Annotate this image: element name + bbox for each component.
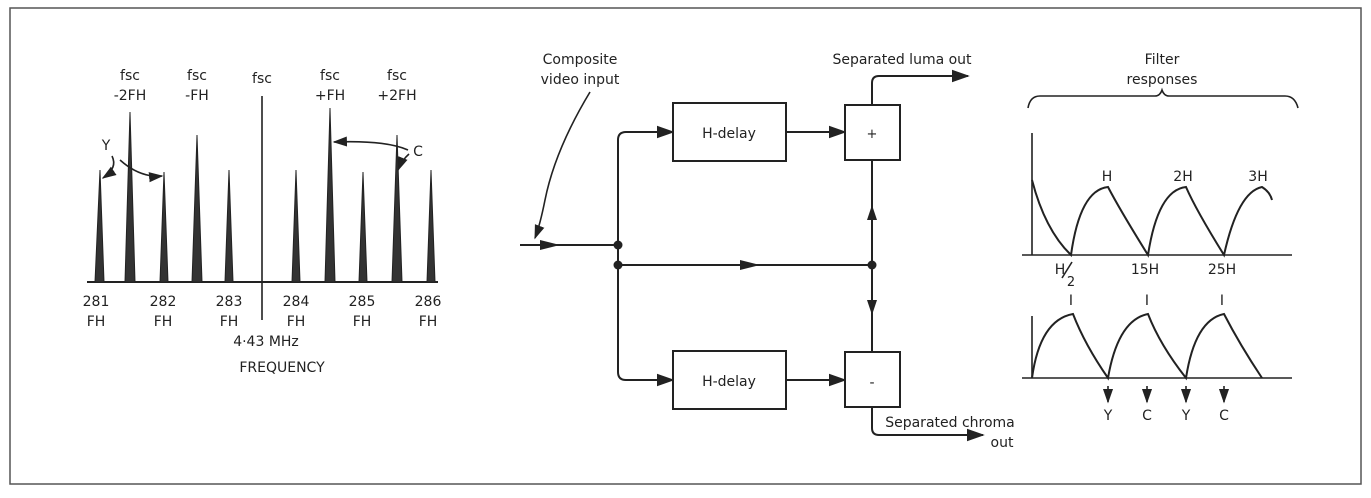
sideband-label-top: fsc — [320, 68, 340, 84]
tick-number: 283 — [216, 294, 243, 310]
chroma-output-label: out — [991, 435, 1014, 451]
center-frequency-label: 4·43 MHz — [233, 334, 299, 350]
sideband-label-top: fsc — [120, 68, 140, 84]
luma-spike — [94, 169, 105, 283]
junction-dot — [613, 260, 623, 270]
luma-spike — [159, 171, 169, 283]
comb-filter-block-diagram: Composite video input H-delay H-delay + … — [520, 52, 1015, 451]
luma-marker-label: Y — [101, 138, 111, 154]
chroma-axis-label: Y — [1181, 408, 1191, 424]
adder-symbol: + — [867, 127, 878, 142]
luma-axis-label-den: 2 — [1067, 275, 1075, 290]
h-delay-box — [672, 102, 787, 162]
tick-unit: FH — [154, 314, 173, 330]
chroma-spike — [391, 134, 403, 283]
tick-number: 285 — [349, 294, 376, 310]
chroma-peak-label: I — [1069, 293, 1073, 309]
chroma-spike — [191, 134, 203, 283]
chroma-response-curve — [1031, 312, 1263, 381]
sideband-label-bottom: -2FH — [114, 88, 147, 104]
luma-axis-label: 25H — [1208, 262, 1236, 278]
luma-spike — [358, 171, 368, 283]
luma-axis-label-num: H — [1055, 262, 1066, 278]
tick-unit: FH — [353, 314, 372, 330]
luma-spike — [426, 169, 436, 283]
junction-dot — [613, 240, 623, 250]
bottom-branch-line — [617, 265, 675, 387]
chroma-axis-label: C — [1219, 408, 1229, 424]
chroma-spike — [124, 111, 136, 283]
chroma-output-line — [871, 407, 985, 442]
fraction-bar — [1061, 261, 1073, 279]
chroma-spike — [324, 107, 336, 283]
chroma-output-label: Separated chroma — [885, 415, 1015, 431]
arrowhead — [740, 260, 760, 270]
luma-response-curve — [1031, 179, 1273, 258]
sideband-label-bottom: +2FH — [377, 88, 416, 104]
luma-peak-label: H — [1102, 169, 1113, 185]
chroma-axis-label: C — [1142, 408, 1152, 424]
tick-number: 284 — [283, 294, 310, 310]
chroma-marker-arrow — [397, 153, 410, 172]
tick-number: 286 — [415, 294, 442, 310]
chroma-axis-label: Y — [1103, 408, 1113, 424]
top-branch-line — [617, 125, 675, 265]
arrowhead — [867, 205, 877, 220]
responses-brace — [1027, 87, 1299, 109]
luma-peak-label: 2H — [1173, 169, 1192, 185]
tick-unit: FH — [87, 314, 106, 330]
input-pointer-arrow — [534, 91, 591, 240]
luma-output-label: Separated luma out — [832, 52, 972, 68]
arrowhead — [867, 300, 877, 315]
chroma-marker-arrow — [332, 136, 409, 151]
responses-title: responses — [1127, 72, 1198, 88]
tick-unit: FH — [287, 314, 306, 330]
h-delay-label: H-delay — [702, 374, 756, 390]
tick-number: 281 — [83, 294, 110, 310]
h-delay-box — [672, 350, 787, 410]
input-label: video input — [541, 72, 620, 88]
chroma-marker-label: C — [413, 144, 423, 160]
tick-unit: FH — [419, 314, 438, 330]
responses-title: Filter — [1145, 52, 1180, 68]
h-delay-label: H-delay — [702, 126, 756, 142]
luma-output-line — [871, 69, 970, 105]
sideband-label-top: fsc — [187, 68, 207, 84]
luma-spike — [224, 169, 234, 283]
chroma-peak-label: I — [1145, 293, 1149, 309]
tick-unit: FH — [220, 314, 239, 330]
chroma-peak-label: I — [1220, 293, 1224, 309]
sideband-label-bottom: -FH — [185, 88, 209, 104]
luma-marker-arrow — [119, 159, 164, 183]
luma-spike — [291, 169, 301, 283]
input-label: Composite — [543, 52, 618, 68]
frequency-axis-title: FREQUENCY — [239, 360, 325, 376]
spectrum-panel: fsc fsc -2FH fsc -FH fsc +FH fsc +2FH Y … — [83, 68, 442, 376]
sideband-label-top: fsc — [387, 68, 407, 84]
sideband-label-bottom: +FH — [315, 88, 345, 104]
arrowhead — [540, 240, 560, 250]
subtractor-symbol: - — [869, 375, 874, 391]
tick-number: 282 — [150, 294, 177, 310]
fsc-center-label: fsc — [252, 71, 272, 87]
filter-responses-panel: Filter responses H 2H 3H H 2 15H 25H I I… — [1022, 52, 1299, 424]
luma-axis-label: 15H — [1131, 262, 1159, 278]
luma-peak-label: 3H — [1248, 169, 1267, 185]
luma-marker-arrow — [101, 155, 117, 179]
subtractor-box — [844, 351, 901, 408]
figure-border — [9, 7, 1362, 485]
